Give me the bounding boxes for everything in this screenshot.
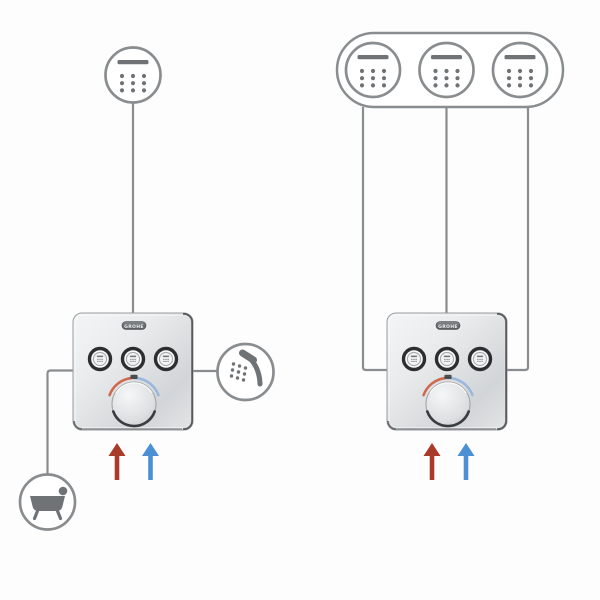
temperature-arc-cold	[135, 376, 160, 397]
knob-shadow-rim	[426, 410, 470, 428]
knob-shadow-rim	[112, 410, 156, 428]
temperature-arc-hot	[108, 376, 133, 397]
supply-arrows-right	[423, 443, 475, 480]
temperature-arc-cold	[449, 376, 474, 397]
select-button-shower-1	[401, 346, 427, 372]
temperature-stop-marker	[444, 374, 452, 380]
bath-tub-outlet	[18, 473, 77, 531]
control-valve-right: GROHE	[386, 312, 508, 431]
valve-plate	[386, 312, 508, 431]
select-button-bath	[87, 346, 113, 372]
knob-highlight-rim	[115, 382, 153, 394]
plate-edge-shadow-bottomleft	[73, 420, 83, 430]
select-button-head-shower	[120, 346, 146, 372]
hand-shower-icon	[229, 349, 263, 387]
plate-edge-shadow-right	[496, 312, 507, 431]
hot-supply-arrow	[108, 443, 126, 480]
plate-inner-highlight	[74, 314, 192, 429]
valve-plate	[72, 312, 194, 431]
temperature-arc-hot	[422, 376, 447, 397]
plate-inner-highlight	[388, 314, 506, 429]
supply-arrows-left	[108, 443, 159, 480]
plate-edge-shadow-right	[182, 312, 193, 431]
temperature-stop-marker	[130, 374, 138, 380]
line-group-outlet-1	[361, 107, 387, 372]
bath-tub-icon	[30, 486, 68, 521]
control-valve-left: GROHE	[72, 312, 194, 431]
brand-label: GROHE	[124, 324, 144, 330]
cold-supply-arrow	[142, 443, 159, 480]
cold-supply-arrow	[457, 443, 475, 480]
select-button-shower-2	[434, 346, 460, 372]
brand-badge: GROHE	[435, 321, 461, 330]
plate-edge-shadow-bottomleft	[387, 420, 397, 430]
thermostat-knob	[422, 374, 474, 428]
head-shower-outlet	[104, 46, 162, 104]
select-button-hand-shower	[153, 346, 179, 372]
select-button-shower-3	[467, 346, 493, 372]
knob-highlight-rim	[429, 382, 467, 394]
hot-supply-arrow	[423, 443, 441, 480]
shower-group	[335, 31, 565, 109]
line-bath-tub	[46, 369, 73, 475]
line-group-outlet-3	[507, 107, 530, 372]
hand-shower-outlet	[216, 342, 275, 402]
thermostat-knob	[108, 374, 160, 428]
brand-label: GROHE	[438, 324, 458, 330]
connector-lines	[46, 102, 530, 475]
brand-badge: GROHE	[121, 321, 147, 330]
